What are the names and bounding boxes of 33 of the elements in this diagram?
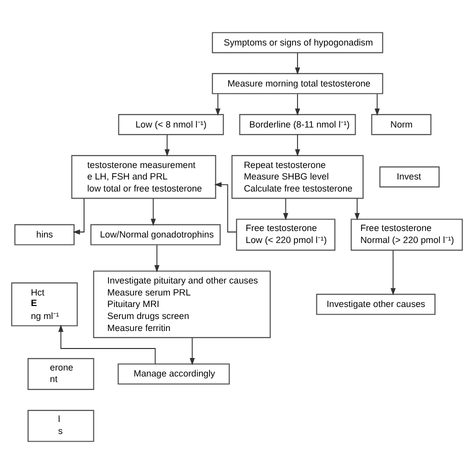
arrow <box>354 198 360 220</box>
node-box: Free testosterone Normal (> 220 pmol l⁻¹) <box>350 218 463 251</box>
arrow <box>72 198 85 235</box>
arrow <box>294 134 300 157</box>
arrow <box>294 52 300 75</box>
arrow <box>294 94 300 116</box>
arrow <box>58 324 156 364</box>
node-box: erone nt <box>28 358 94 390</box>
node-box: Investigate other causes <box>316 294 436 315</box>
node-box: Low (< 8 nmol l⁻¹) <box>118 114 224 136</box>
node-box: Free testosterone Low (< 220 pmol l⁻¹) <box>236 218 336 251</box>
node-box: l s <box>28 410 94 442</box>
node-box: Manage accordingly <box>118 363 230 385</box>
arrow <box>214 182 237 232</box>
arrow <box>154 244 160 272</box>
node-box: Norm <box>371 114 432 136</box>
arrow <box>150 198 156 226</box>
node-box: Repeat testosterone Measure SHBG level Calculate free testosterone <box>231 154 364 199</box>
node-box: testosterone measurement e LH, FSH and PRL low total or free testosterone <box>71 154 216 199</box>
node-box: hins <box>14 224 75 246</box>
arrow <box>215 94 220 116</box>
arrow <box>190 338 195 366</box>
node-box: Borderline (8-11 nmol l⁻¹) <box>239 114 356 136</box>
arrow <box>374 94 380 116</box>
node-box: Measure morning total testosterone <box>212 73 384 94</box>
node-box: Hct E ng ml⁻¹ <box>11 282 78 326</box>
node-box: Investigate pituitary and other causes Measure serum PRL Pituitary MRI Serum drugs screen Measure ferritin <box>93 270 271 338</box>
arrow <box>283 198 288 220</box>
node-box: Invest <box>379 166 440 188</box>
node-box: Low/Normal gonadotrophins <box>90 224 221 246</box>
arrow <box>164 134 170 157</box>
node-box: Symptoms or signs of hypogonadism <box>212 32 384 54</box>
arrow <box>390 250 396 296</box>
